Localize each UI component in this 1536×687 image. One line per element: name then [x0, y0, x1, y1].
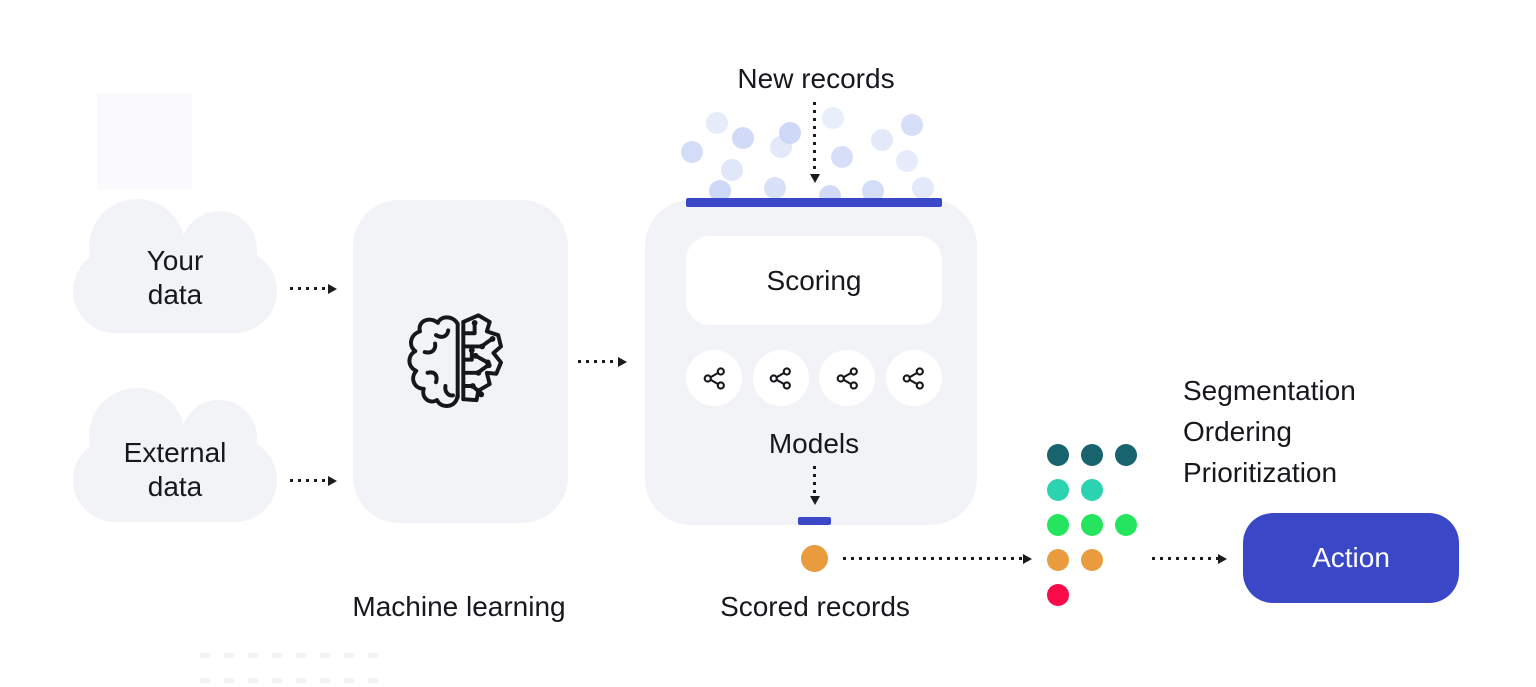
model-icon-circle — [819, 350, 876, 406]
action-label: Action — [1312, 542, 1390, 573]
scatter-dot — [896, 150, 918, 172]
scatter-dot — [912, 177, 934, 199]
arrow-models-down — [813, 466, 816, 496]
share-icon — [769, 366, 792, 390]
your-data-cloud: Your data — [73, 197, 277, 333]
machine-learning-box — [353, 200, 568, 523]
result-label: Segmentation — [1183, 375, 1356, 406]
scored-record-dot — [801, 545, 828, 572]
dot-grid-row — [1047, 584, 1137, 606]
action-button[interactable]: Action — [1243, 513, 1459, 603]
cloud-icon — [73, 388, 277, 522]
grid-dot — [1047, 549, 1069, 571]
decor-dashes — [200, 678, 390, 683]
external-data-cloud: External data — [73, 386, 277, 522]
scoring-pill: Scoring — [686, 236, 942, 325]
scoring-title: Scoring — [766, 264, 862, 296]
arrow-ml-to-scoring — [578, 360, 618, 363]
brain-circuit-icon — [407, 313, 503, 408]
your-data-label: Your data — [146, 245, 204, 310]
arrow-new-records-down — [813, 102, 816, 174]
model-icon-circle — [885, 350, 942, 406]
grid-dot — [1047, 479, 1069, 501]
arrow-scored-to-grid — [843, 557, 1023, 560]
model-icon-circle — [752, 350, 809, 406]
share-icon — [836, 366, 858, 390]
scatter-dot — [871, 129, 893, 151]
share-icon — [703, 366, 725, 390]
scoring-box: Scoring — [645, 200, 977, 525]
model-icon-circle — [686, 350, 742, 406]
scatter-dot — [901, 114, 923, 136]
grid-dot — [1115, 444, 1137, 466]
arrow-grid-to-action — [1152, 557, 1218, 560]
result-label: Ordering — [1183, 416, 1292, 447]
cloud-icon — [73, 199, 277, 333]
scatter-dot — [770, 136, 792, 158]
grid-dot — [1081, 549, 1103, 571]
dot-grid — [1047, 444, 1137, 619]
scatter-dot — [732, 127, 754, 149]
grid-dot — [1115, 514, 1137, 536]
share-icon — [903, 366, 925, 390]
machine-learning-label: Machine learning — [352, 591, 566, 622]
scoring-top-bar — [686, 198, 942, 207]
grid-dot — [1081, 514, 1103, 536]
grid-dot — [1047, 444, 1069, 466]
external-data-label: External data — [123, 437, 227, 502]
scatter-dot — [822, 107, 844, 129]
model-icons-row — [686, 350, 942, 406]
scatter-dot — [862, 180, 884, 202]
grid-dot — [1081, 479, 1103, 501]
grid-dot — [1047, 514, 1069, 536]
scatter-dot — [721, 159, 743, 181]
scatter-dot — [706, 112, 728, 134]
dot-grid-row — [1047, 444, 1137, 466]
scatter-dot — [681, 141, 703, 163]
decor-square — [97, 93, 192, 190]
scatter-dot — [764, 177, 786, 199]
scored-records-label: Scored records — [720, 591, 910, 622]
dot-grid-row — [1047, 479, 1137, 501]
arrow-external-data-to-ml — [290, 479, 328, 482]
scatter-dot — [709, 180, 731, 202]
grid-dot — [1047, 584, 1069, 606]
models-label: Models — [768, 428, 860, 459]
result-label: Prioritization — [1183, 457, 1338, 488]
grid-dot — [1081, 444, 1103, 466]
decor-dashes — [200, 653, 390, 658]
new-records-label: New records — [737, 63, 895, 94]
dot-grid-row — [1047, 514, 1137, 536]
arrow-your-data-to-ml — [290, 287, 328, 290]
scatter-dot — [831, 146, 853, 168]
dot-grid-row — [1047, 549, 1137, 571]
scoring-bottom-bar — [798, 517, 831, 525]
